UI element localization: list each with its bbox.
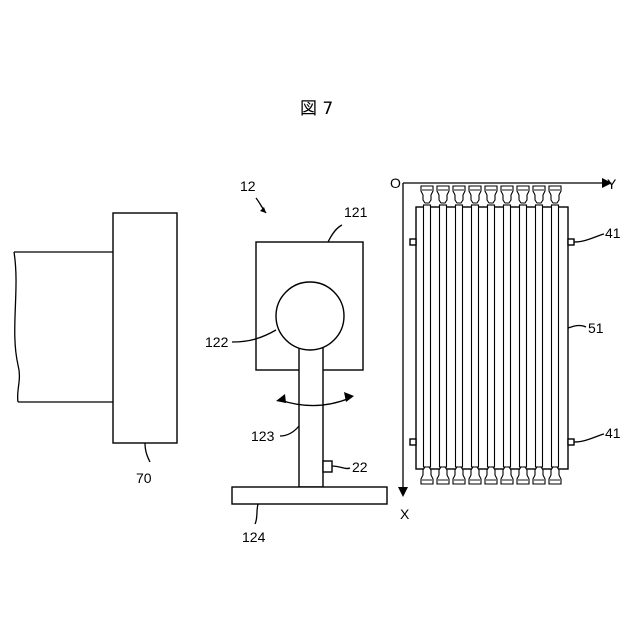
leader-123 bbox=[280, 426, 299, 436]
tube-cap-top-5 bbox=[485, 186, 497, 203]
tube-cap-top-3 bbox=[453, 186, 465, 203]
tube-cap-top-6 bbox=[501, 186, 513, 203]
tube-cap-top-9 bbox=[549, 186, 561, 203]
label-70: 70 bbox=[136, 470, 152, 486]
tube-3 bbox=[456, 205, 463, 467]
pin-left-upper bbox=[410, 239, 416, 245]
tube-cap-bottom-5 bbox=[485, 467, 497, 484]
label-122: 122 bbox=[205, 334, 229, 350]
tube-cap-bottom-4 bbox=[469, 467, 481, 484]
tube-cap-bottom-9 bbox=[549, 467, 561, 484]
tube-cap-top-8 bbox=[533, 186, 545, 203]
tube-cap-bottom-8 bbox=[533, 467, 545, 484]
sphere-122 bbox=[276, 282, 344, 350]
rack-group: O Y X 41 41 51 bbox=[390, 175, 621, 522]
rotation-arrowhead-right bbox=[344, 392, 354, 402]
label-121: 121 bbox=[344, 204, 368, 220]
wall-block-group: 70 bbox=[14, 213, 177, 486]
wall-break-line bbox=[14, 252, 19, 402]
figure-title: 図 7 bbox=[300, 99, 333, 119]
tube-cap-top-2 bbox=[437, 186, 449, 203]
tube-7 bbox=[520, 205, 527, 467]
x-axis-label: X bbox=[400, 506, 410, 522]
label-51: 51 bbox=[588, 320, 604, 336]
label-41-upper: 41 bbox=[605, 225, 621, 241]
x-axis-arrowhead bbox=[398, 487, 408, 497]
tube-cap-bottom-3 bbox=[453, 467, 465, 484]
label-123: 123 bbox=[251, 428, 275, 444]
origin-label: O bbox=[390, 175, 401, 191]
leader-124 bbox=[255, 504, 258, 524]
leader-121 bbox=[328, 225, 342, 242]
leader-41-upper bbox=[574, 234, 604, 242]
tube-cap-top-7 bbox=[517, 186, 529, 203]
tube-cap-top-4 bbox=[469, 186, 481, 203]
pin-right-lower bbox=[568, 439, 574, 445]
leader-41-lower bbox=[574, 434, 604, 442]
y-axis-label: Y bbox=[607, 176, 617, 192]
tube-4 bbox=[472, 205, 479, 467]
tube-cap-bottom-6 bbox=[501, 467, 513, 484]
leader-22 bbox=[332, 466, 350, 469]
tube-cap-top-1 bbox=[421, 186, 433, 203]
device-12-group: 12 121 122 123 22 124 bbox=[205, 178, 387, 545]
tube-6 bbox=[504, 205, 511, 467]
leader-70 bbox=[145, 443, 150, 462]
block-70 bbox=[113, 213, 177, 443]
base-124 bbox=[232, 487, 387, 504]
tube-9 bbox=[552, 205, 559, 467]
label-22: 22 bbox=[352, 459, 368, 475]
tube-2 bbox=[440, 205, 447, 467]
tube-5 bbox=[488, 205, 495, 467]
tube-cap-bottom-2 bbox=[437, 467, 449, 484]
leader-51 bbox=[568, 325, 586, 328]
label-12: 12 bbox=[240, 178, 256, 194]
sensor-22 bbox=[323, 461, 332, 472]
pin-right-upper bbox=[568, 239, 574, 245]
rotation-arrowhead-left bbox=[276, 394, 286, 403]
tube-cap-bottom-7 bbox=[517, 467, 529, 484]
tube-8 bbox=[536, 205, 543, 467]
tube-cap-bottom-1 bbox=[421, 467, 433, 484]
tube-array bbox=[421, 186, 561, 484]
tube-1 bbox=[424, 205, 431, 467]
label-124: 124 bbox=[242, 529, 266, 545]
label-41-lower: 41 bbox=[605, 425, 621, 441]
arm-123 bbox=[299, 345, 323, 487]
pin-left-lower bbox=[410, 439, 416, 445]
